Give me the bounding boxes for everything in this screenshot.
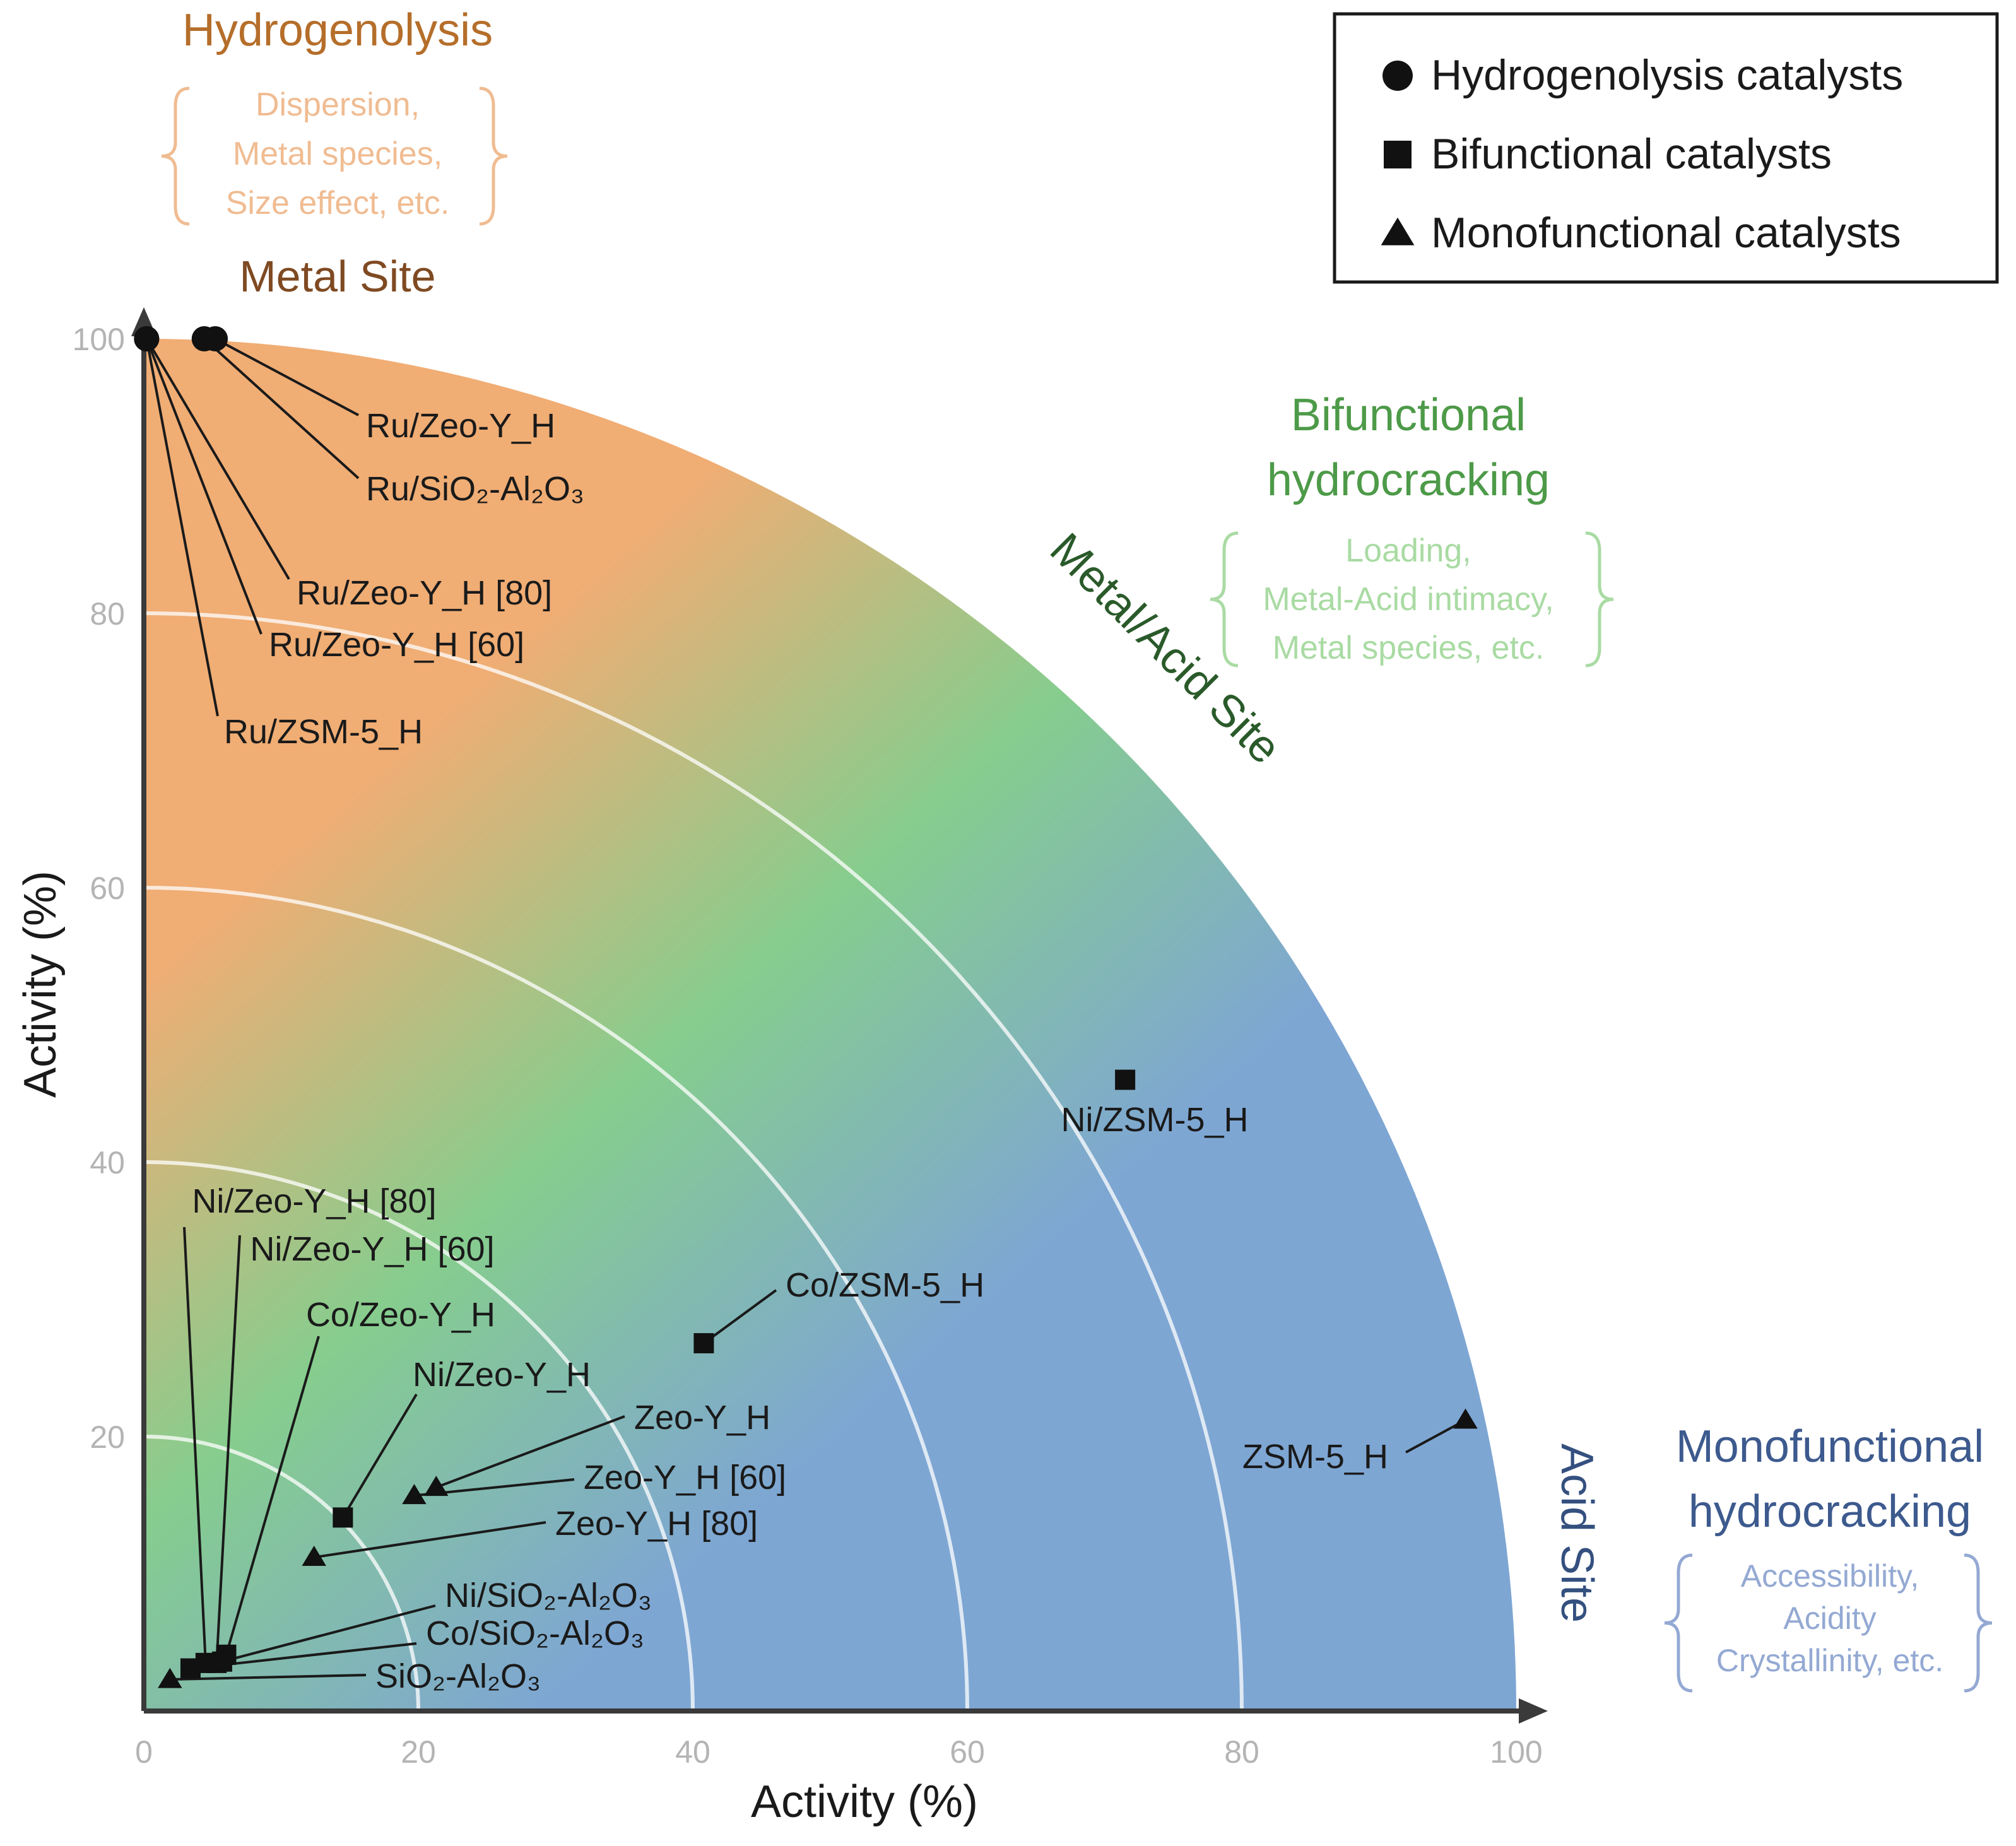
- marker-zeo-y-h: [424, 1476, 449, 1496]
- leader-co-zsm-5-h: [703, 1289, 777, 1344]
- marker-ru-zsm-5-h: [134, 326, 160, 351]
- monofunctional-heading-line-2: hydrocracking: [1689, 1486, 1971, 1537]
- y-tick-60: 60: [90, 871, 125, 906]
- leader-ni-zeo-y-h-80: [183, 1226, 207, 1663]
- leader-ni-zeo-y-h-60: [215, 1235, 241, 1663]
- marker-zsm-5-h: [1453, 1408, 1478, 1429]
- x-tick-0: 0: [135, 1734, 153, 1770]
- grid-arc-80: [143, 611, 1244, 1712]
- label-zeo-y-h-80: Zeo-Y_H [80]: [555, 1505, 758, 1543]
- metal-factors-line-3: Size effect, etc.: [226, 185, 450, 221]
- x-tick-80: 80: [1224, 1734, 1259, 1770]
- label-ru-sio2-al2o3: Ru/SiO₂-Al₂O₃: [366, 470, 584, 508]
- metal-site-label: Metal Site: [239, 252, 435, 301]
- leader-ru-zeo-y-h-80: [145, 338, 290, 580]
- metal-factors-right-brace: [479, 86, 508, 226]
- leader-zeo-y-h-80: [314, 1521, 546, 1559]
- label-ni-zeo-y-h-80: Ni/Zeo-Y_H [80]: [192, 1182, 436, 1220]
- y-tick-20: 20: [90, 1420, 125, 1455]
- y-tick-40: 40: [90, 1145, 125, 1180]
- marker-zeo-y-h-60: [402, 1484, 427, 1505]
- leader-ru-zeo-y-h: [215, 338, 359, 416]
- legend-label-hydrogenolysis-catalysts: Hydrogenolysis catalysts: [1431, 51, 1903, 99]
- marker-ni-sio2-al2o3: [211, 1651, 232, 1672]
- label-co-sio2-al2o3: Co/SiO₂-Al₂O₃: [426, 1614, 644, 1652]
- metal-factors-line-1: Dispersion,: [256, 86, 420, 123]
- grid-arcs: [143, 611, 1244, 1712]
- label-ni-zsm-5-h: Ni/ZSM-5_H: [1061, 1101, 1248, 1139]
- leader-sio2-al2o3: [170, 1674, 367, 1681]
- grid-arc-60: [143, 886, 969, 1712]
- y-axis-label: Activity (%): [15, 871, 66, 1098]
- hydrogenolysis-heading: Hydrogenolysis: [182, 5, 493, 56]
- acid-factors-right-brace: [1964, 1553, 1993, 1693]
- label-zsm-5-h: ZSM-5_H: [1242, 1438, 1388, 1476]
- leader-ru-zeo-y-h-60: [145, 338, 262, 635]
- label-sio2-al2o3: SiO₂-Al₂O₃: [375, 1657, 541, 1695]
- marker-ru-sio2-al2o3: [191, 326, 217, 351]
- label-ru-zsm-5-h: Ru/ZSM-5_H: [224, 713, 423, 751]
- monofunctional-heading-line-1: Monofunctional: [1676, 1421, 1984, 1472]
- label-ni-zeo-y-h-60: Ni/Zeo-Y_H [60]: [250, 1230, 494, 1268]
- axes: [131, 307, 1548, 1724]
- bifunctional-factors-line-1: Loading,: [1345, 532, 1471, 569]
- label-co-zeo-y-h: Co/Zeo-Y_H: [306, 1296, 495, 1334]
- leader-ru-zsm-5-h: [145, 338, 219, 717]
- point-labels: Ru/Zeo-Y_H Ru/SiO₂-Al₂O₃ Ru/Zeo-Y_H [80] Ru…: [192, 407, 1388, 1695]
- x-axis-arrow-icon: [1519, 1698, 1548, 1724]
- label-ni-sio2-al2o3: Ni/SiO₂-Al₂O₃: [445, 1577, 652, 1614]
- marker-ni-zsm-5-h: [1115, 1069, 1136, 1090]
- acid-factors-line-2: Acidity: [1783, 1601, 1876, 1636]
- bifunctional-factors-line-2: Metal-Acid intimacy,: [1263, 581, 1553, 618]
- tick-labels: 0 20 40 60 80 100 20 40 60 80 100: [73, 322, 1543, 1770]
- leader-ru-sio2-al2o3: [203, 338, 360, 479]
- grid-arc-40: [143, 1160, 695, 1712]
- bifunctional-factors-left-brace: [1210, 531, 1239, 667]
- label-leader-lines: [145, 338, 1466, 1681]
- leader-co-zeo-y-h: [225, 1336, 320, 1655]
- legend-box: [1333, 12, 1999, 284]
- metal-factors-left-brace: [161, 86, 190, 226]
- label-zeo-y-h: Zeo-Y_H: [634, 1399, 770, 1437]
- marker-ni-zeo-y-h: [333, 1507, 353, 1528]
- label-ni-zeo-y-h: Ni/Zeo-Y_H: [413, 1356, 591, 1394]
- metal-factors-line-2: Metal species,: [233, 136, 442, 172]
- label-ru-zeo-y-h-80: Ru/Zeo-Y_H [80]: [297, 574, 552, 612]
- legend-square-icon: [1384, 141, 1412, 168]
- y-tick-100: 100: [73, 322, 125, 357]
- marker-sio2-al2o3: [158, 1667, 182, 1688]
- bifunctional-heading-line-1: Bifunctional: [1291, 390, 1526, 440]
- acid-factors-line-3: Crystallinity, etc.: [1716, 1643, 1943, 1678]
- marker-co-zsm-5-h: [693, 1333, 714, 1354]
- x-tick-60: 60: [950, 1734, 985, 1770]
- legend-triangle-icon: [1381, 217, 1415, 245]
- label-ru-zeo-y-h-60: Ru/Zeo-Y_H [60]: [269, 626, 524, 664]
- label-ru-zeo-y-h: Ru/Zeo-Y_H: [366, 407, 555, 445]
- marker-zeo-y-h-80: [302, 1546, 326, 1566]
- x-tick-100: 100: [1490, 1734, 1542, 1770]
- label-co-zsm-5-h: Co/ZSM-5_H: [786, 1266, 984, 1304]
- legend-label-monofunctional-catalysts: Monofunctional catalysts: [1431, 209, 1901, 257]
- leader-ni-sio2-al2o3: [221, 1604, 436, 1663]
- acid-factors-line-1: Accessibility,: [1741, 1558, 1919, 1594]
- y-tick-80: 80: [90, 596, 125, 632]
- leader-zeo-y-h: [435, 1415, 625, 1489]
- acid-factors-left-brace: [1664, 1553, 1693, 1693]
- data-markers: [134, 326, 1478, 1688]
- marker-co-sio2-al2o3: [180, 1658, 201, 1679]
- x-axis-label: Activity (%): [751, 1777, 978, 1827]
- leader-ni-zeo-y-h: [341, 1393, 418, 1519]
- x-tick-20: 20: [401, 1734, 436, 1770]
- bifunctional-factors-line-3: Metal species, etc.: [1273, 630, 1545, 666]
- x-tick-40: 40: [675, 1734, 710, 1770]
- bifunctional-heading-line-2: hydrocracking: [1267, 455, 1550, 505]
- legend-label-bifunctional-catalysts: Bifunctional catalysts: [1431, 130, 1832, 178]
- legend-circle-icon: [1382, 61, 1413, 91]
- bifunctional-factors-right-brace: [1585, 531, 1614, 667]
- acid-site-label: Acid Site: [1552, 1443, 1602, 1623]
- label-zeo-y-h-60: Zeo-Y_H [60]: [584, 1459, 786, 1496]
